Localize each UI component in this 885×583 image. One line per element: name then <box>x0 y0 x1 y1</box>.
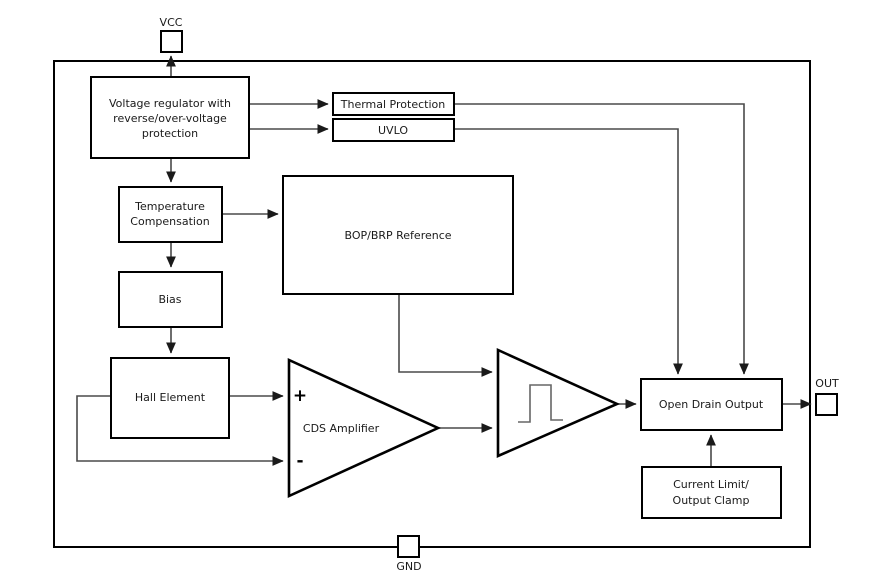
wire-uvlo-to-open-drain <box>454 128 683 375</box>
wire-reference-to-comparator <box>398 294 493 377</box>
amplifier-minus-input-sign: - <box>296 451 303 471</box>
block-uvlo-label: UVLO <box>378 124 408 137</box>
block-temperature-compensation-line-1: Temperature <box>134 200 205 213</box>
wire-hall-feedback-to-amp-minus <box>76 395 284 466</box>
block-uvlo <box>332 118 455 142</box>
block-voltage-regulator <box>90 76 250 159</box>
block-temperature-compensation <box>118 186 223 243</box>
block-bias-label: Bias <box>158 293 181 306</box>
block-bop-brp-reference <box>282 175 514 295</box>
block-bop-brp-reference-label: BOP/BRP Reference <box>344 229 451 242</box>
pin-vcc[interactable] <box>160 30 183 53</box>
block-cds-amplifier-label: CDS Amplifier <box>303 422 380 435</box>
pin-vcc-label: VCC <box>160 16 183 29</box>
block-cds-amplifier <box>287 357 442 499</box>
block-bias <box>118 271 223 328</box>
pin-gnd-label: GND <box>396 560 421 573</box>
pin-out[interactable] <box>815 393 838 416</box>
block-thermal-protection-label: Thermal Protection <box>340 98 445 111</box>
ic-boundary <box>53 60 811 548</box>
pin-gnd[interactable] <box>397 535 420 558</box>
amplifier-plus-input-sign: + <box>293 386 307 406</box>
block-open-drain-output-label: Open Drain Output <box>659 398 764 411</box>
block-hall-element <box>110 357 230 439</box>
block-voltage-regulator-line-3: protection <box>142 127 198 140</box>
block-hall-element-label: Hall Element <box>135 391 206 404</box>
hysteresis-icon <box>518 384 563 423</box>
block-current-limit-output-clamp-line-2: Output Clamp <box>673 494 750 507</box>
block-voltage-regulator-line-1: Voltage regulator with <box>109 97 231 110</box>
block-current-limit-output-clamp-line-1: Current Limit/ <box>673 478 749 491</box>
block-current-limit-output-clamp <box>641 466 782 519</box>
block-temperature-compensation-line-2: Compensation <box>130 215 209 228</box>
block-schmitt-comparator <box>496 347 621 458</box>
pin-out-label: OUT <box>815 377 839 390</box>
block-voltage-regulator-line-2: reverse/over-voltage <box>113 112 227 125</box>
block-open-drain-output <box>640 378 783 431</box>
block-thermal-protection <box>332 92 455 116</box>
wire-thermal-to-open-drain <box>454 103 749 375</box>
